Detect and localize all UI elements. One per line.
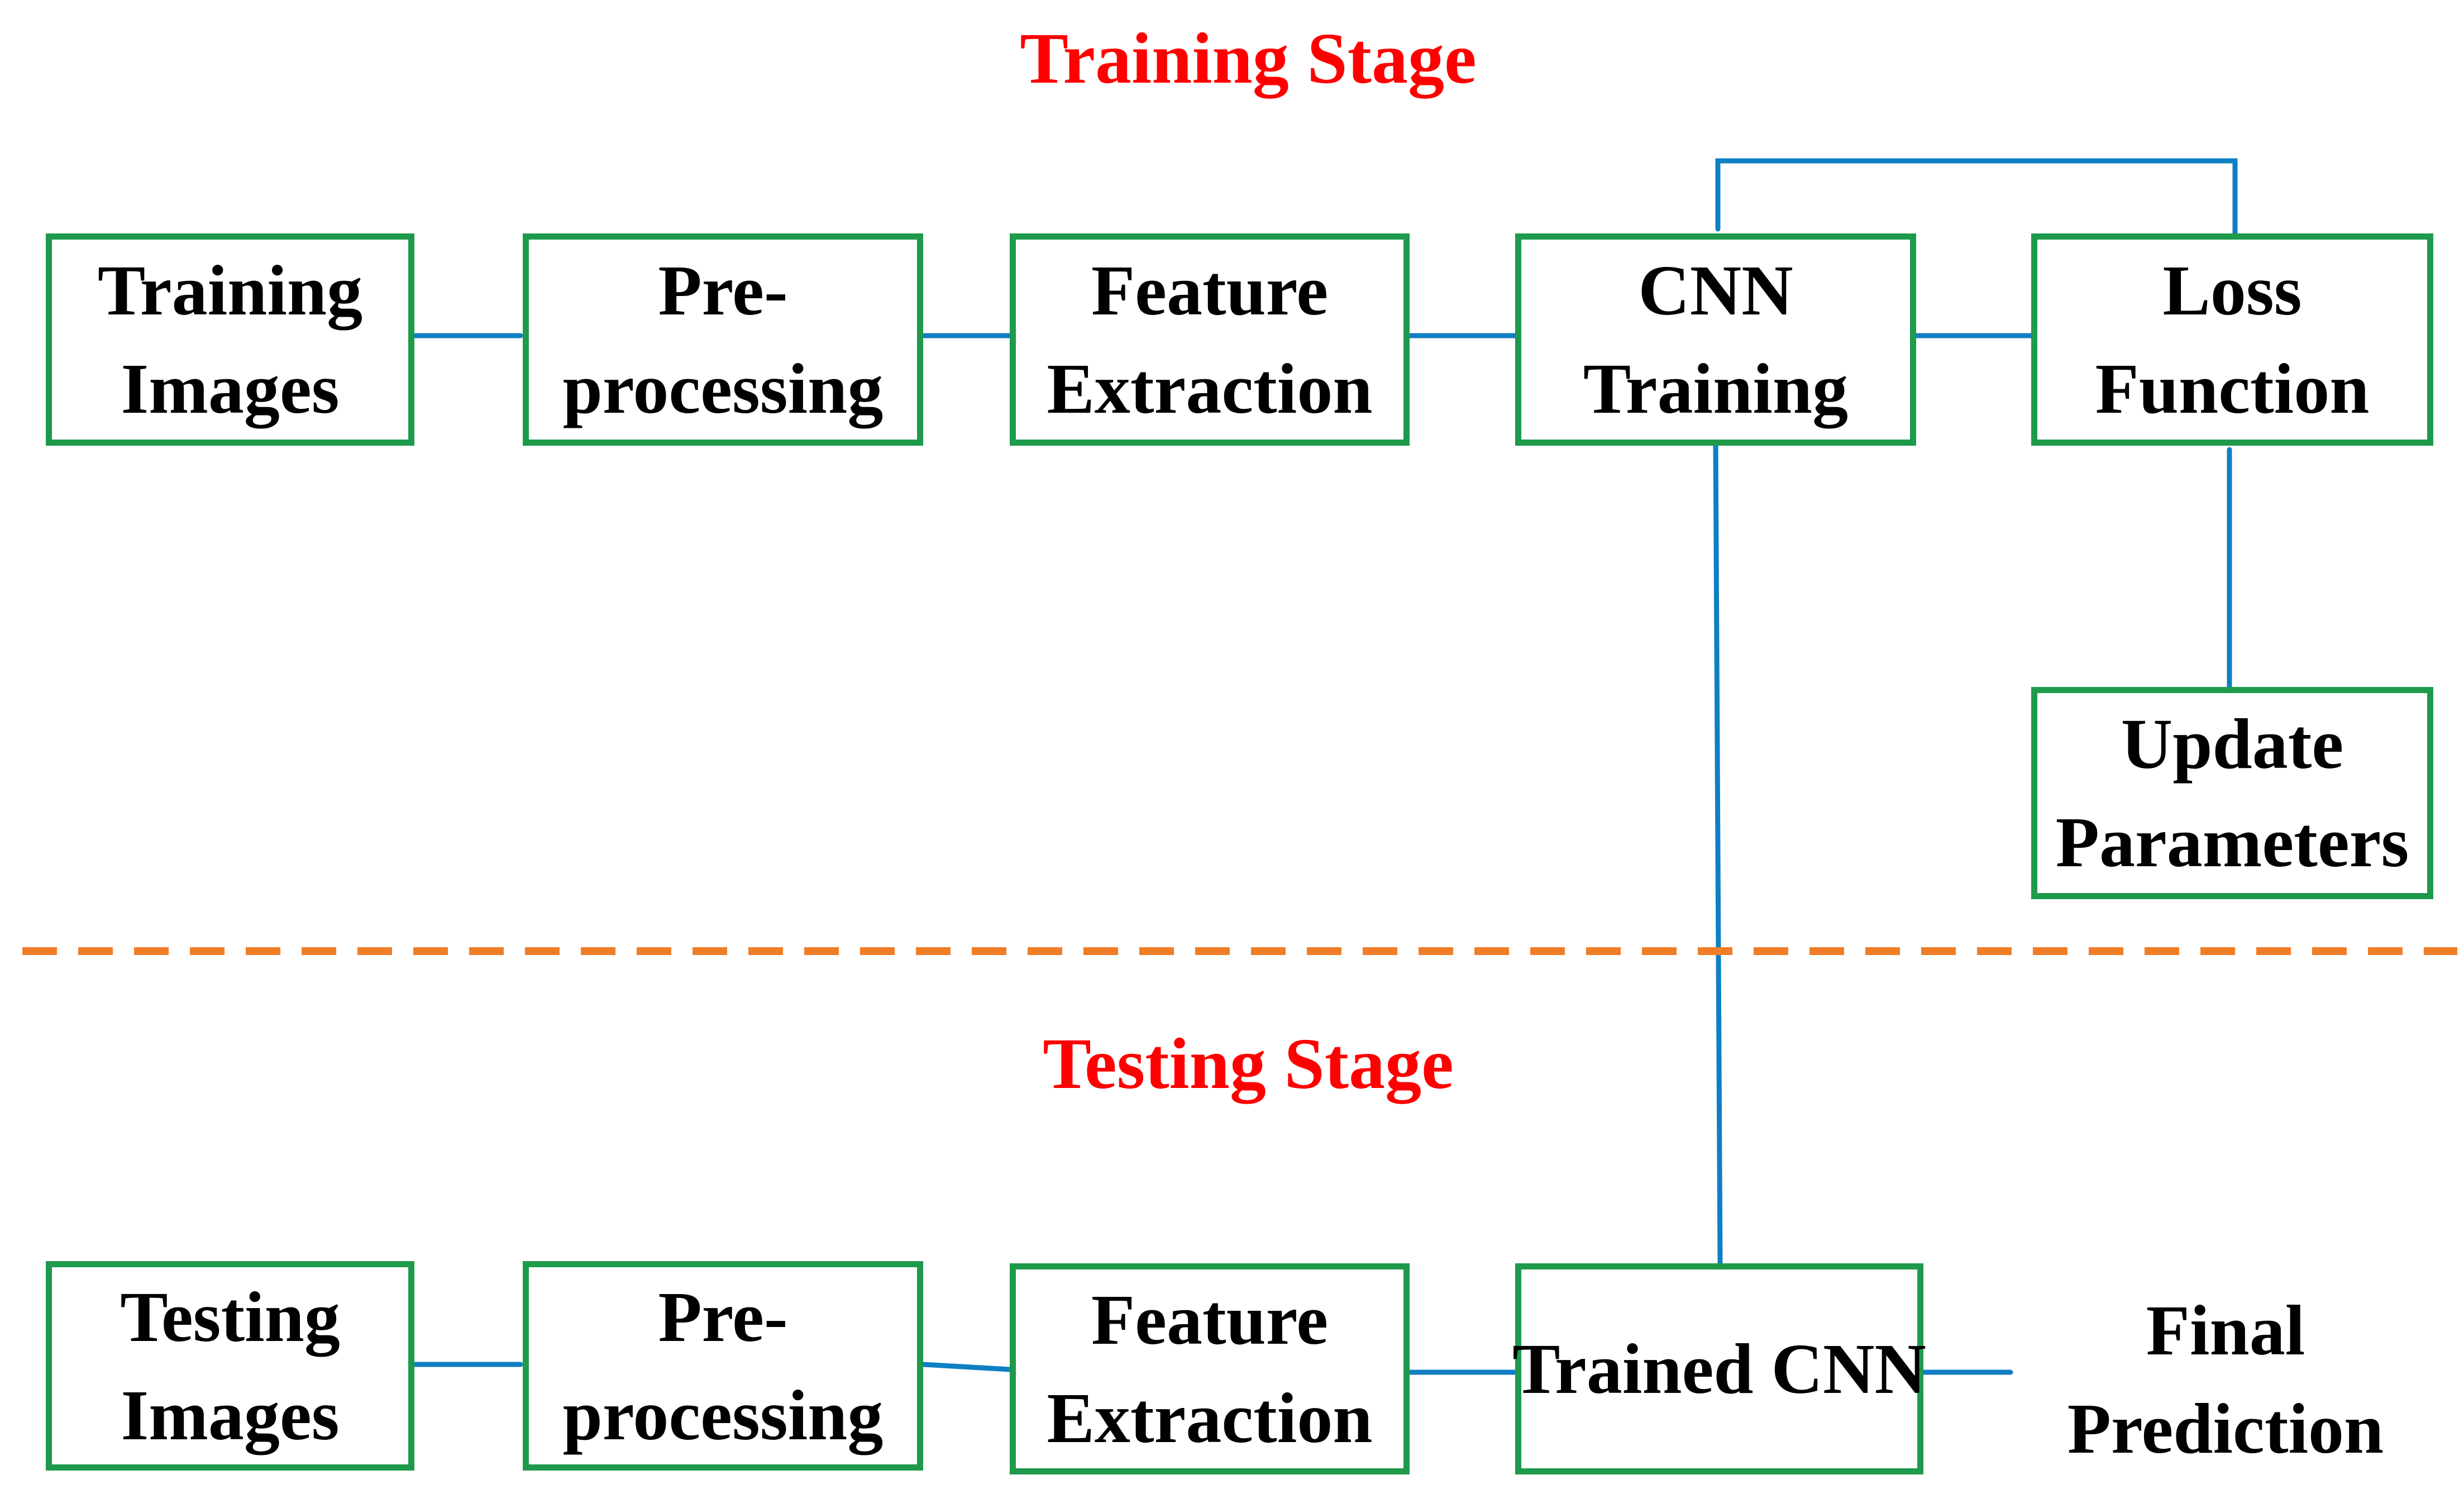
testing-preprocessing-box: Pre- processing bbox=[523, 1261, 923, 1471]
trained-cnn-box: Trained CNN bbox=[1512, 1263, 1926, 1474]
loss-function-box: Loss Function bbox=[2031, 233, 2433, 446]
update-parameters-box: Update Parameters bbox=[2031, 687, 2433, 899]
training-feature-extraction-box: Feature Extraction bbox=[1010, 233, 1410, 446]
final-prediction-label: Final Prediction bbox=[2067, 1291, 2384, 1468]
cnn-training-label: CNN Training bbox=[1583, 251, 1849, 428]
training-feature-extraction-label: Feature Extraction bbox=[1047, 251, 1373, 428]
testing-images-box: Testing Images bbox=[46, 1261, 414, 1471]
update-parameters-label: Update Parameters bbox=[2055, 704, 2409, 882]
training-images-label: Training Images bbox=[97, 251, 363, 428]
training-preprocessing-label: Pre- processing bbox=[562, 251, 884, 428]
testing-stage-title: Testing Stage bbox=[1043, 1024, 1454, 1104]
training-preprocessing-box: Pre- processing bbox=[523, 233, 923, 446]
training-stage-title: Training Stage bbox=[1020, 18, 1477, 99]
arrow-loss-function-feedback-to-cnn-training bbox=[1715, 158, 2238, 236]
training-images-box: Training Images bbox=[46, 233, 414, 446]
testing-preprocessing-label: Pre- processing bbox=[562, 1277, 884, 1455]
trained-cnn-label: Trained CNN bbox=[1512, 1329, 1926, 1409]
testing-feature-extraction-label: Feature Extraction bbox=[1047, 1280, 1373, 1458]
arrow-test-preprocessing-to-feature-extraction bbox=[920, 1362, 1013, 1372]
testing-images-label: Testing Images bbox=[120, 1277, 340, 1455]
testing-feature-extraction-box: Feature Extraction bbox=[1010, 1263, 1410, 1474]
cnn-training-box: CNN Training bbox=[1515, 233, 1916, 446]
arrow-cnn-training-to-trained-cnn bbox=[1713, 440, 1723, 1266]
loss-function-label: Loss Function bbox=[2095, 251, 2370, 428]
